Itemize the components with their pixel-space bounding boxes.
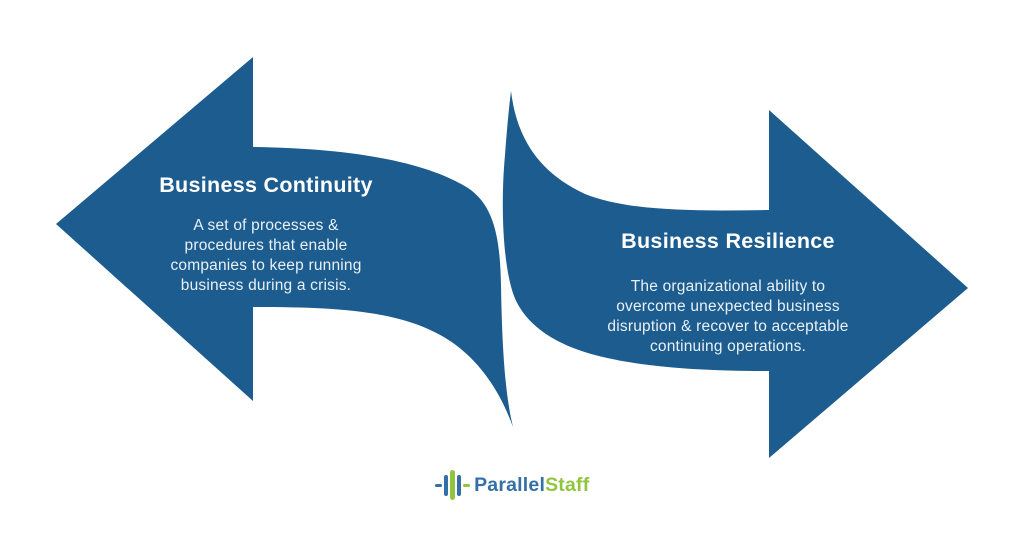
description-line: disruption & recover to acceptable	[607, 318, 849, 335]
right-arrow-text-block: Business Resilience The organizational a…	[583, 229, 873, 357]
icon-bar-right	[456, 474, 462, 496]
description-line: continuing operations.	[649, 338, 807, 355]
left-arrow-title: Business Continuity	[159, 173, 373, 197]
right-arrow-description: The organizational ability to overcome u…	[583, 277, 873, 357]
right-arrow-title: Business Resilience	[621, 229, 835, 253]
description-line: overcome unexpected business	[616, 298, 840, 315]
left-arrow-description: A set of processes & procedures that ena…	[151, 216, 381, 296]
parallel-bars-icon	[434, 470, 471, 500]
logo-word-parallel: Parallel	[474, 473, 546, 496]
right-arrow-shape	[502, 91, 968, 458]
description-line: business during a crisis.	[180, 277, 352, 294]
description-line: procedures that enable	[184, 237, 348, 254]
icon-dash-right	[463, 483, 471, 487]
left-arrow-text-block: Business Continuity A set of processes &…	[151, 173, 381, 296]
icon-bar-left	[443, 474, 449, 496]
left-arrow-shape	[56, 57, 513, 427]
parallelstaff-logo: ParallelStaff	[0, 467, 1024, 503]
icon-bar-middle	[450, 470, 455, 500]
description-line: A set of processes &	[193, 217, 339, 234]
icon-dash-left	[434, 483, 442, 487]
logo-wordmark: ParallelStaff	[474, 474, 589, 497]
logo-word-staff: Staff	[545, 473, 590, 496]
description-line: The organizational ability to	[630, 278, 826, 295]
description-line: companies to keep running	[170, 257, 362, 274]
